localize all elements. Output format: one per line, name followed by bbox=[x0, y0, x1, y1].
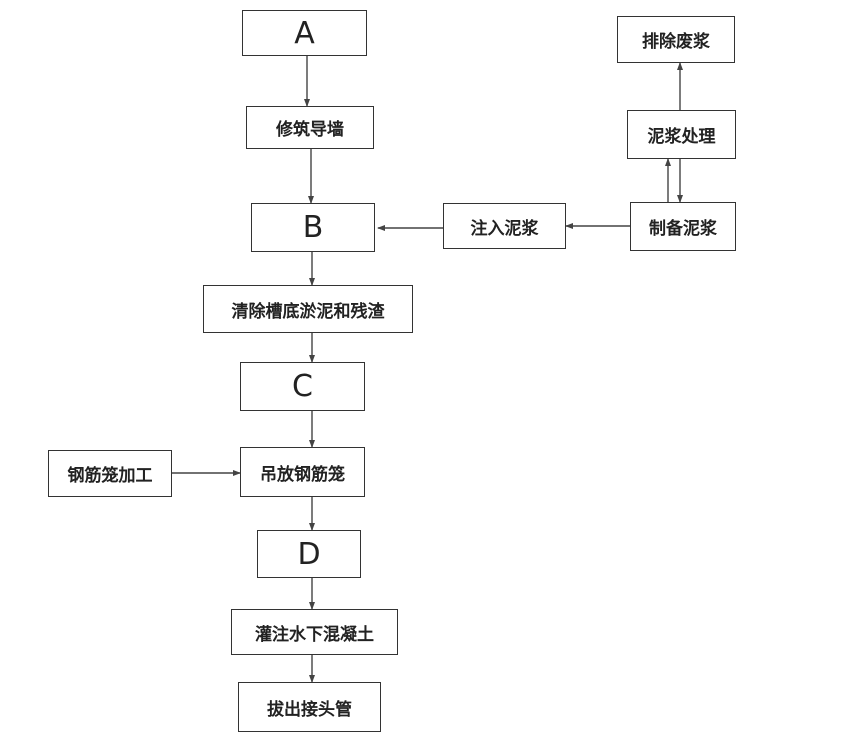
step-c-box: C bbox=[240, 362, 365, 411]
step-b-box: B bbox=[251, 203, 375, 252]
clean-trench-box: 清除槽底淤泥和残渣 bbox=[203, 285, 413, 333]
discharge-waste-slurry-box: 排除废浆 bbox=[617, 16, 735, 63]
slurry-treatment-box: 泥浆处理 bbox=[627, 110, 736, 159]
rebar-cage-processing-box: 钢筋笼加工 bbox=[48, 450, 172, 497]
inject-slurry-box: 注入泥浆 bbox=[443, 203, 566, 249]
hoist-rebar-cage-box: 吊放钢筋笼 bbox=[240, 447, 365, 497]
step-a-box: A bbox=[242, 10, 367, 56]
pour-underwater-concrete-box: 灌注水下混凝土 bbox=[231, 609, 398, 655]
step-d-box: D bbox=[257, 530, 361, 578]
build-guide-wall-box: 修筑导墙 bbox=[246, 106, 374, 149]
prepare-slurry-box: 制备泥浆 bbox=[630, 202, 736, 251]
pull-joint-pipe-box: 拔出接头管 bbox=[238, 682, 381, 732]
